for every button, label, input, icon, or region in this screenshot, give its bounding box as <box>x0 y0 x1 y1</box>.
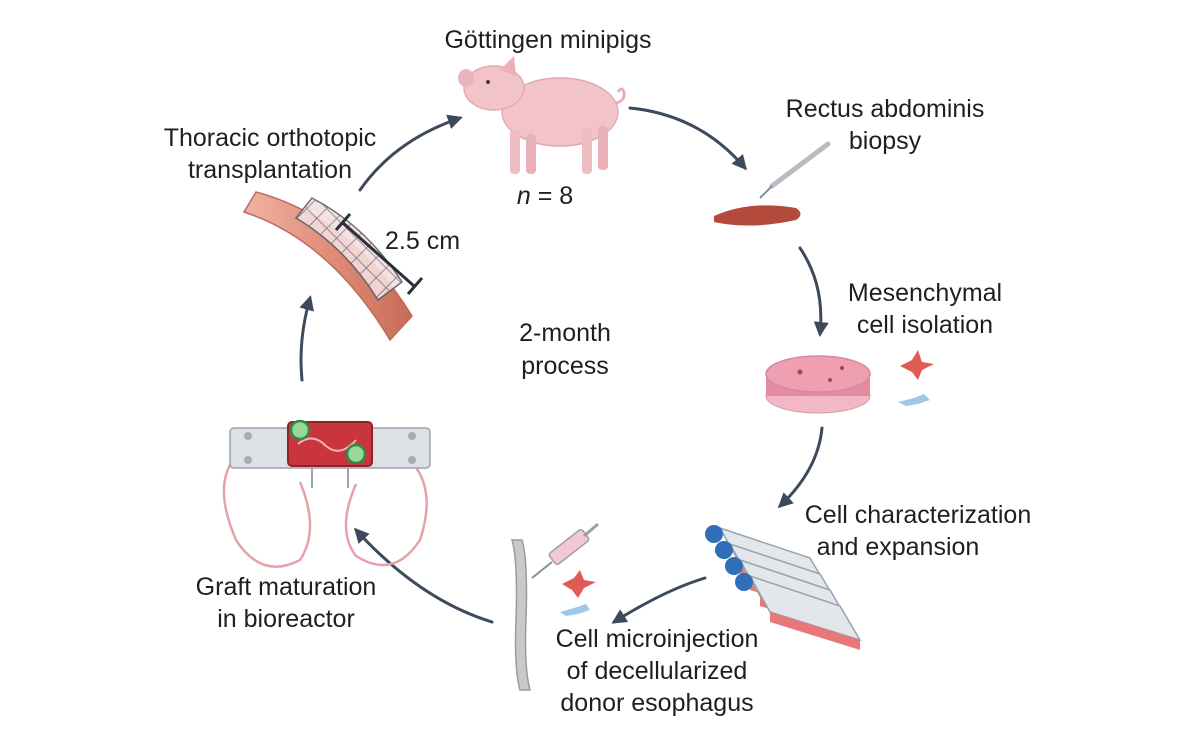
arrow-microinjection-to-bioreactor <box>353 527 494 624</box>
pig-tail <box>611 87 626 106</box>
injected-cell-blue-icon <box>560 604 590 616</box>
pig-snout <box>458 69 474 87</box>
graft-length-label: 2.5 cm <box>385 227 460 255</box>
pig-leg-back-1 <box>582 128 592 174</box>
esophageal-graft-illustration <box>242 191 413 342</box>
center-label-line1: 2-month <box>519 319 611 347</box>
biopsy-label-line1: Rectus abdominis <box>786 95 985 123</box>
arrow-isolation-to-characterization <box>777 426 824 509</box>
bioreactor-port-right <box>345 443 367 465</box>
pig-leg-front-2 <box>526 134 536 174</box>
mesenchymal-cell-blue-icon <box>898 394 930 406</box>
maturation-label-line1: Graft maturation <box>196 573 377 601</box>
pigs-title: Göttingen minipigs <box>444 26 651 54</box>
maturation-label-line2: in bioreactor <box>217 605 355 633</box>
characterization-label-line1: Cell characterization <box>805 501 1032 529</box>
injected-cell-red-icon <box>562 570 596 598</box>
sample-size: n = 8 <box>517 182 573 210</box>
stent-mesh <box>294 197 404 302</box>
sample-size-value: = 8 <box>531 182 573 210</box>
pig-leg-front-1 <box>510 130 520 174</box>
characterization-label-line2: and expansion <box>817 533 980 561</box>
syringe-icon <box>531 522 599 579</box>
microinjection-label-line1: Cell microinjection <box>556 625 759 653</box>
transplant-label-line1: Thoracic orthotopic <box>164 124 377 152</box>
pig-eye <box>486 80 490 84</box>
isolation-label-line1: Mesenchymal <box>848 279 1002 307</box>
scalpel-icon <box>759 141 831 199</box>
muscle-tissue-sample <box>714 205 801 226</box>
tubing-loop-left <box>222 451 312 568</box>
microinjection-label-line3: donor esophagus <box>560 689 753 717</box>
arrow-bioreactor-to-transplant <box>299 295 314 382</box>
pig-leg-back-2 <box>598 126 608 170</box>
petri-dish-icon <box>765 355 871 414</box>
culture-flasks-icon <box>705 525 862 650</box>
bioreactor-port-left <box>289 419 311 441</box>
transplant-label-line2: transplantation <box>188 156 352 184</box>
microinjection-label-line2: of decellularized <box>567 657 748 685</box>
tubing-loop-right <box>344 450 428 567</box>
sample-size-variable: n <box>517 182 531 210</box>
cycle-arrows <box>299 106 829 624</box>
arrow-biopsy-to-isolation <box>798 246 829 337</box>
center-label-line2: process <box>521 352 609 380</box>
arrow-pigs-to-biopsy <box>628 106 747 171</box>
isolation-label-line2: cell isolation <box>857 311 993 339</box>
biopsy-label-line2: biopsy <box>849 127 922 155</box>
minipig-illustration <box>458 56 626 174</box>
pig-head <box>463 65 525 111</box>
mesenchymal-cell-red-icon <box>900 350 934 380</box>
arrow-characterization-to-microinjection <box>611 576 707 624</box>
decellularized-esophagus-icon <box>510 539 531 691</box>
pig-ear <box>500 56 516 76</box>
length-scale-bar <box>334 213 424 295</box>
arrow-transplant-to-pigs <box>358 114 463 192</box>
bioreactor-illustration <box>222 419 431 568</box>
